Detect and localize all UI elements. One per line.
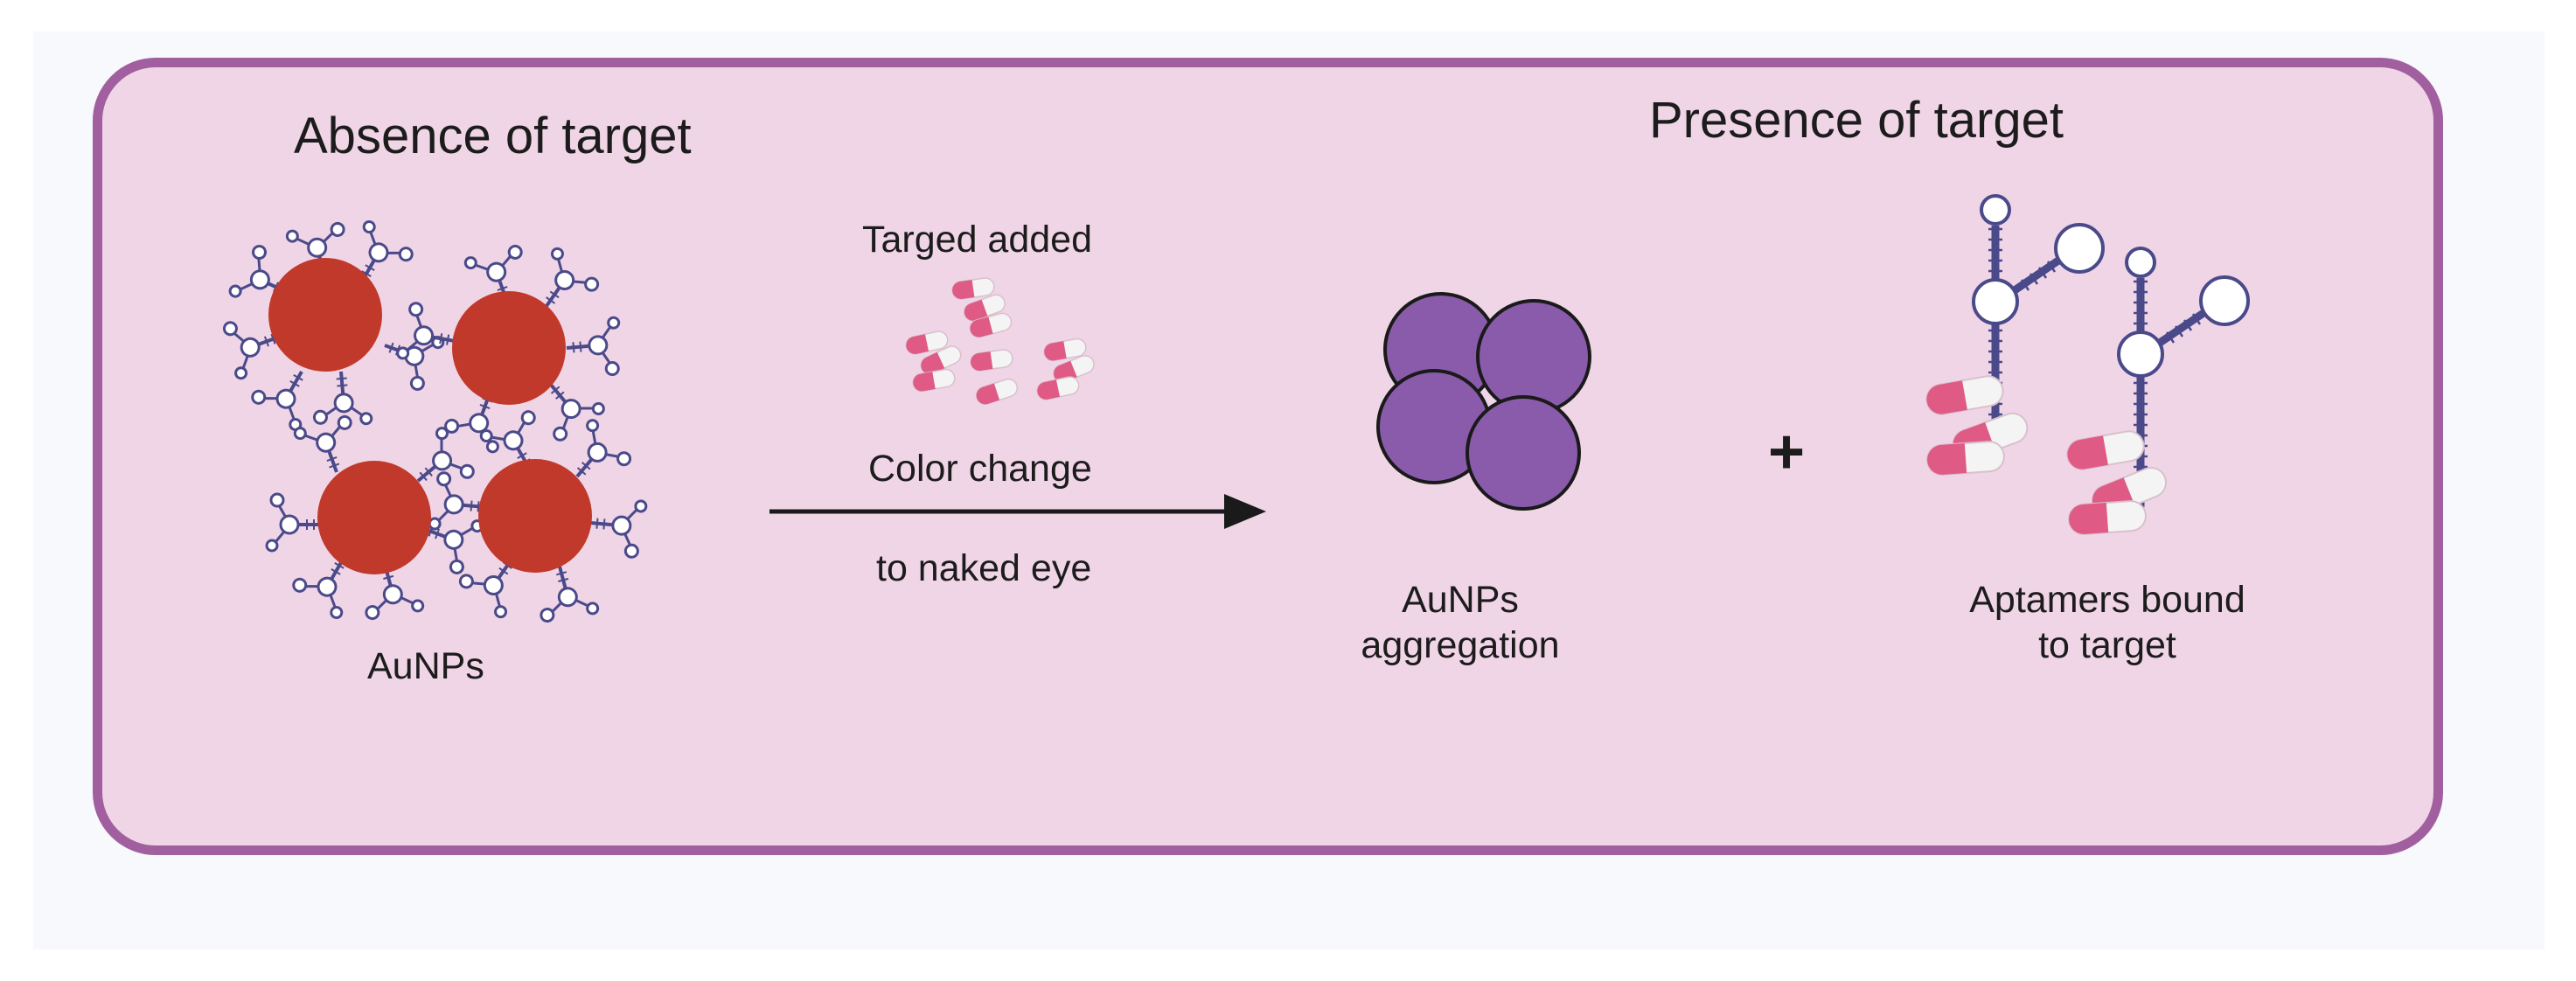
gold-nanoparticle-icon (452, 291, 566, 405)
naked-eye-label: to naked eye (876, 547, 1092, 589)
plus-sign: + (1768, 417, 1806, 487)
aptamers-bound-label-line2: to target (2038, 624, 2176, 666)
gold-nanoparticle-icon (478, 459, 592, 573)
color-change-label: Color change (868, 448, 1092, 490)
target-added-label: Targed added (862, 219, 1092, 261)
aggregated-nanoparticle-icon (1466, 395, 1581, 511)
gold-nanoparticle-icon (268, 258, 382, 372)
diagram-panel (93, 58, 2443, 855)
capsule-icon (2064, 428, 2148, 473)
capsule-icon (2066, 498, 2148, 537)
gold-nanoparticle-icon (317, 461, 431, 574)
arrow-icon (769, 494, 1266, 529)
aptamer-icon (2119, 248, 2248, 507)
target-capsules (903, 276, 1097, 407)
aggregation-label-line1: AuNPs (1402, 579, 1519, 621)
presence-heading: Presence of target (1649, 92, 2064, 149)
absence-heading: Absence of target (294, 108, 692, 164)
aggregation-label: AuNPs aggregation (1338, 577, 1583, 668)
aunps-label: AuNPs (367, 645, 484, 687)
aggregation-label-line2: aggregation (1361, 624, 1560, 666)
aptamers-bound-label-line1: Aptamers bound (1969, 579, 2245, 621)
aptamer-icon (1974, 196, 2103, 455)
capsule-icon (1925, 439, 2007, 477)
aptamers-bound-label: Aptamers bound to target (1932, 577, 2282, 668)
aggregated-nanoparticle-icon (1476, 299, 1591, 414)
